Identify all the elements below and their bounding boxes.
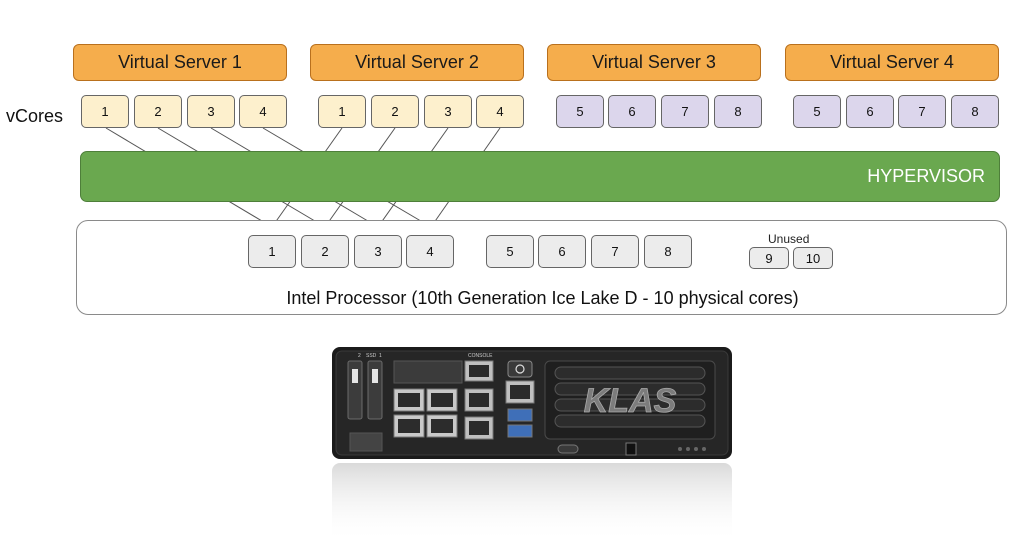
vcore: 8 [951, 95, 999, 128]
vcore: 7 [898, 95, 946, 128]
usb-port [507, 424, 533, 438]
vcore: 5 [793, 95, 841, 128]
vcore: 1 [318, 95, 366, 128]
usb-port [507, 408, 533, 422]
virtual-server-3: Virtual Server 3 [547, 44, 761, 81]
vcore: 2 [134, 95, 182, 128]
port-label: SSD [366, 353, 377, 359]
processor-box: Intel Processor (10th Generation Ice Lak… [76, 220, 1007, 315]
vcore: 4 [476, 95, 524, 128]
vcore: 1 [81, 95, 129, 128]
server-hardware-image: 2 SSD 1 CONSOLE [332, 347, 732, 543]
virtual-server-4: Virtual Server 4 [785, 44, 999, 81]
vcore: 7 [661, 95, 709, 128]
vcore: 2 [371, 95, 419, 128]
port-label: CONSOLE [468, 353, 493, 359]
vcores-label: vCores [6, 106, 64, 126]
vcore: 5 [556, 95, 604, 128]
brand-logo: KLAS [584, 382, 677, 420]
vcore: 3 [187, 95, 235, 128]
vcore: 6 [846, 95, 894, 128]
virtual-server-1: Virtual Server 1 [73, 44, 287, 81]
device-reflection [332, 463, 732, 543]
unused-core: 10 [793, 247, 833, 269]
physical-core: 7 [591, 235, 639, 268]
ssd-bay [367, 360, 383, 420]
vcore: 3 [424, 95, 472, 128]
hypervisor-layer: HYPERVISOR [80, 151, 1000, 202]
physical-core: 4 [406, 235, 454, 268]
physical-core: 6 [538, 235, 586, 268]
ssd-bay [347, 360, 363, 420]
port-label: 2 [358, 353, 361, 359]
physical-core: 3 [354, 235, 402, 268]
physical-core: 5 [486, 235, 534, 268]
processor-label: Intel Processor (10th Generation Ice Lak… [286, 288, 799, 308]
physical-core: 2 [301, 235, 349, 268]
physical-core: 1 [248, 235, 296, 268]
vcore: 8 [714, 95, 762, 128]
vcore: 4 [239, 95, 287, 128]
power-button-icon [507, 360, 533, 378]
virtual-server-2: Virtual Server 2 [310, 44, 524, 81]
unused-core: 9 [749, 247, 789, 269]
unused-label: Unused [768, 232, 810, 246]
port-label: 1 [379, 353, 382, 359]
hypervisor-label: HYPERVISOR [867, 166, 985, 186]
physical-core: 8 [644, 235, 692, 268]
vcore: 6 [608, 95, 656, 128]
